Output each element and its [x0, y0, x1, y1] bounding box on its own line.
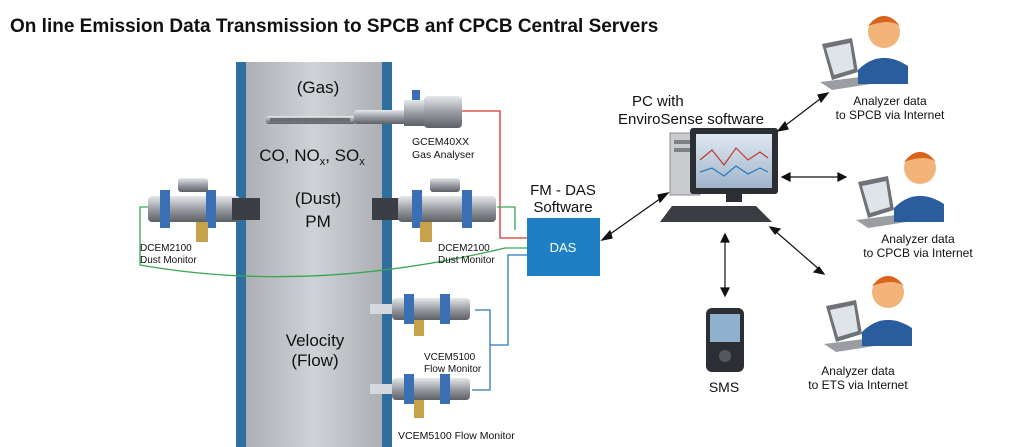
recipient-spcb-line2: to SPCB via Internet — [836, 108, 945, 122]
data-arrows — [600, 92, 848, 298]
user-ets — [824, 276, 912, 352]
gases-text: CO, NOx, SOx — [259, 146, 365, 168]
das-software-line1: FM - DAS — [530, 182, 596, 199]
dust-label: (Dust) — [295, 189, 341, 208]
dust-right-model: DCEM2100 — [438, 243, 490, 254]
pc-label-line1: PC with — [632, 93, 684, 110]
gas-analyser-model: GCEM40XX — [412, 136, 469, 148]
recipient-ets-line1: Analyzer data — [821, 364, 895, 378]
recipient-cpcb-line1: Analyzer data — [881, 232, 955, 246]
flow-monitor-wire — [472, 309, 491, 391]
gas-analyser-probe — [266, 90, 462, 128]
dust-monitor-left — [148, 178, 260, 242]
recipient-spcb-line1: Analyzer data — [853, 94, 927, 108]
stack-right-wall — [382, 62, 392, 447]
signal-wires — [139, 110, 527, 391]
dust-right-name: Dust Monitor — [438, 255, 495, 266]
dust-left-model: DCEM2100 — [140, 243, 192, 254]
user-cpcb — [856, 152, 944, 228]
arrow-pc-ets — [773, 229, 821, 271]
stack-left-wall — [236, 62, 246, 447]
gas-analyser-name: Gas Analyser — [412, 149, 475, 161]
dust-monitor-right — [372, 178, 496, 242]
velocity-mid-model: VCEM5100 — [424, 352, 476, 363]
sms-label: SMS — [709, 379, 739, 395]
dust-right-wire — [497, 206, 516, 230]
pc-label-line2: EnviroSense software — [618, 111, 764, 128]
das-box — [527, 218, 600, 276]
arrow-pc-spcb — [781, 95, 825, 129]
recipient-ets-line2: to ETS via Internet — [808, 378, 908, 392]
velocity-monitor-lower — [370, 374, 470, 418]
recipient-cpcb-line2: to CPCB via Internet — [863, 246, 973, 260]
sms-phone — [706, 308, 744, 372]
flow-label: (Flow) — [291, 351, 338, 370]
velocity-mid-name: Flow Monitor — [424, 364, 482, 375]
pc-workstation — [660, 128, 778, 222]
user-spcb — [820, 16, 908, 90]
gas-analyser-wire — [462, 110, 527, 239]
arrow-das-pc — [605, 195, 665, 238]
velocity-label: Velocity — [286, 331, 345, 350]
gas-label: (Gas) — [297, 78, 340, 97]
velocity-monitor-upper — [370, 294, 470, 336]
pm-label: PM — [305, 212, 331, 231]
flow-to-das-wire — [490, 254, 527, 346]
diagram-title: On line Emission Data Transmission to SP… — [10, 16, 659, 37]
velocity-bottom-label: VCEM5100 Flow Monitor — [398, 430, 515, 442]
stack — [236, 62, 392, 447]
das-software-line2: Software — [533, 199, 592, 216]
dust-monitor-wire — [139, 206, 527, 278]
dust-left-name: Dust Monitor — [140, 255, 197, 266]
das-box-label: DAS — [550, 240, 577, 255]
